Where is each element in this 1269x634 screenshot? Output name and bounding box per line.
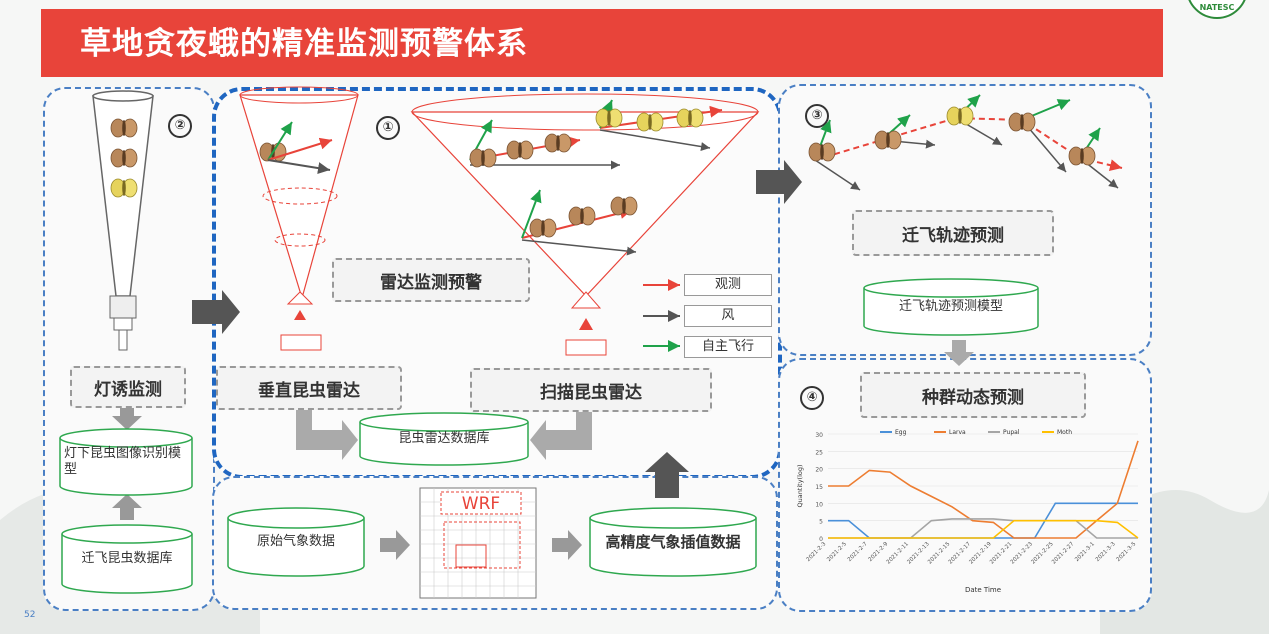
light-trap-icon <box>92 90 154 351</box>
image-recognition-db: 灯下昆虫图像识别模型 <box>58 428 194 496</box>
scanning-radar-label: 扫描昆虫雷达 <box>470 368 712 412</box>
x-tick-label: 2021-2-27 <box>1051 541 1076 566</box>
population-label: 种群动态预测 <box>860 372 1086 418</box>
interpolated-weather-db: 高精度气象插值数据 <box>588 506 758 578</box>
vertical-radar-icon <box>239 86 359 351</box>
x-tick-label: 2021-3-1 <box>1074 541 1096 563</box>
wrf-grid-icon: WRF <box>419 487 537 599</box>
x-tick-label: 2021-2-5 <box>826 541 848 563</box>
legend-label: Pupal <box>1003 429 1020 436</box>
natesc-logo: NATESC <box>1188 0 1246 19</box>
raw-weather-db: 原始气象数据 <box>226 506 366 578</box>
y-tick-label: 20 <box>815 467 823 474</box>
legend-observation: 观测 <box>684 274 772 296</box>
x-tick-label: 2021-2-7 <box>847 541 869 563</box>
title-bar <box>41 9 1163 77</box>
scanning-radar-icon <box>410 93 760 356</box>
legend-wind: 风 <box>684 305 772 327</box>
y-tick-label: 5 <box>819 519 823 526</box>
trajectory-model-db: 迁飞轨迹预测模型 <box>862 278 1040 336</box>
y-tick-label: 0 <box>819 536 823 543</box>
logo-text: NATESC <box>1200 3 1235 12</box>
y-tick-label: 15 <box>815 484 823 491</box>
y-tick-label: 30 <box>815 432 823 439</box>
y-axis-label: Quantity(log) <box>796 464 804 507</box>
series-line-moth <box>828 519 1139 539</box>
x-axis-label: Date Time <box>965 586 1001 594</box>
x-tick-label: 2021-3-3 <box>1095 541 1117 563</box>
page-number: 52 <box>24 610 36 620</box>
migratory-insect-db: 迁飞昆虫数据库 <box>60 524 194 594</box>
vertical-radar-label: 垂直昆虫雷达 <box>216 366 402 410</box>
trajectory-icon <box>808 94 1123 191</box>
radar-monitoring-label: 雷达监测预警 <box>332 258 530 302</box>
step-number-4: ④ <box>800 386 824 410</box>
trajectory-label: 迁飞轨迹预测 <box>852 210 1054 256</box>
insect-radar-db: 昆虫雷达数据库 <box>358 412 530 466</box>
step-number-1: ① <box>376 116 400 140</box>
y-tick-label: 10 <box>815 501 823 508</box>
wrf-label: WRF <box>462 494 500 514</box>
legend-label: Egg <box>895 429 907 436</box>
legend-label: Larva <box>949 429 966 436</box>
y-tick-label: 25 <box>815 449 823 456</box>
light-trap-label: 灯诱监测 <box>70 366 186 408</box>
series-line-larva <box>828 440 1139 539</box>
step-number-2: ② <box>168 114 192 138</box>
page-title: 草地贪夜蛾的精准监测预警体系 <box>80 26 528 62</box>
step-number-3: ③ <box>805 104 829 128</box>
x-tick-label: 2021-3-5 <box>1116 541 1138 563</box>
x-tick-label: 2021-2-3 <box>806 541 828 563</box>
legend-label: Moth <box>1057 429 1072 436</box>
legend-self-flight: 自主飞行 <box>684 336 772 358</box>
